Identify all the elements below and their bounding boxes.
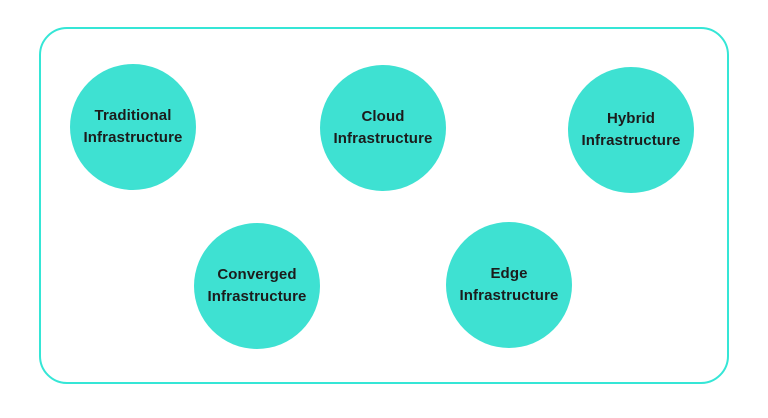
- node-hybrid-infrastructure-label: Hybrid Infrastructure: [581, 110, 681, 149]
- node-cloud-infrastructure-label: Cloud Infrastructure: [333, 108, 433, 147]
- node-edge-infrastructure-label: Edge Infrastructure: [459, 265, 559, 304]
- node-converged-infrastructure: Converged Infrastructure: [194, 223, 320, 349]
- node-edge-infrastructure: Edge Infrastructure: [446, 222, 572, 348]
- node-converged-infrastructure-label: Converged Infrastructure: [207, 266, 307, 305]
- diagram-frame-border: [39, 27, 729, 384]
- node-traditional-infrastructure-label: Traditional Infrastructure: [83, 107, 183, 146]
- node-cloud-infrastructure: Cloud Infrastructure: [320, 65, 446, 191]
- node-hybrid-infrastructure: Hybrid Infrastructure: [568, 67, 694, 193]
- node-traditional-infrastructure: Traditional Infrastructure: [70, 64, 196, 190]
